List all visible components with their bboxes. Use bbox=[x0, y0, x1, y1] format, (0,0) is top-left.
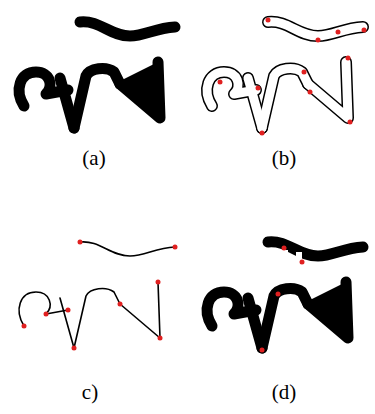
skeleton-glyph bbox=[19, 240, 177, 351]
contour-glyph bbox=[207, 18, 366, 136]
solid-glyph bbox=[19, 22, 175, 128]
panel-label: (b) bbox=[272, 146, 297, 171]
segmented-glyph bbox=[207, 242, 363, 353]
panel-label: (d) bbox=[272, 380, 297, 405]
panel-label: c) bbox=[82, 380, 98, 405]
panel-label: (a) bbox=[82, 146, 105, 171]
